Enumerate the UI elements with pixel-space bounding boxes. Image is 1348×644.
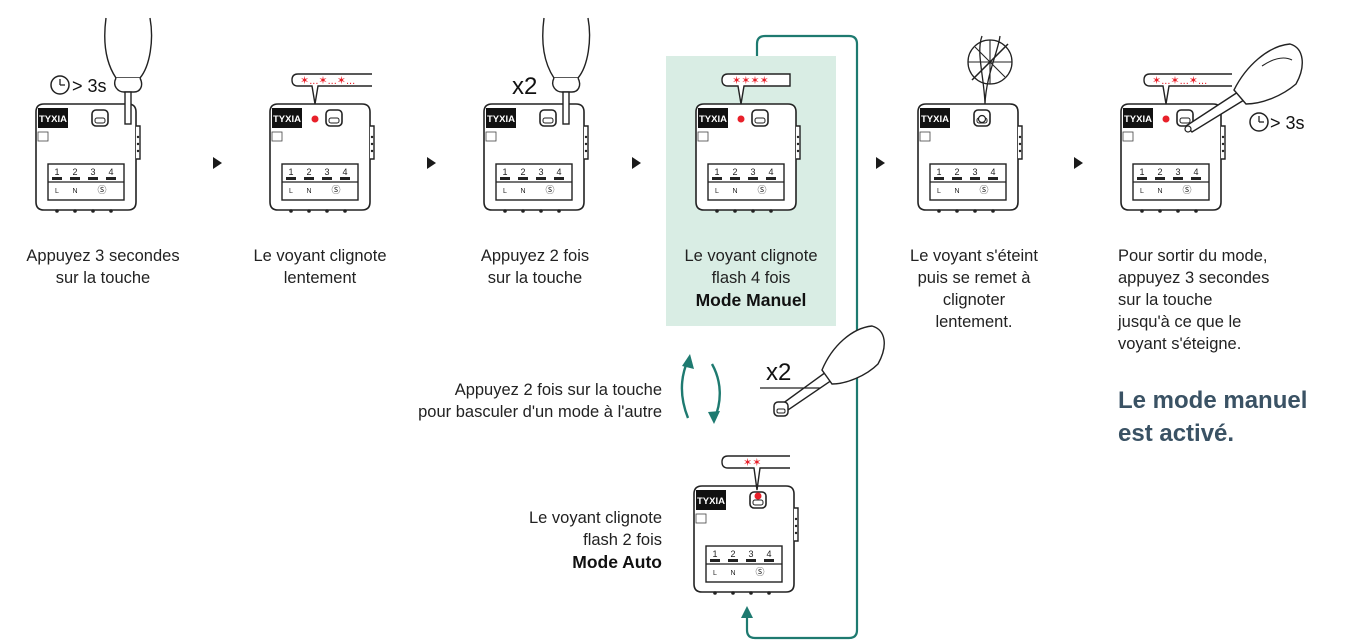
svg-text:TYXIA: TYXIA — [697, 496, 725, 507]
svg-text:Ⓢ: Ⓢ — [331, 185, 340, 195]
svg-text:4: 4 — [768, 167, 773, 177]
toggle-cycle-icon — [680, 359, 721, 421]
svg-text:2: 2 — [954, 167, 959, 177]
svg-text:4: 4 — [990, 167, 995, 177]
svg-text:Ⓢ: Ⓢ — [755, 567, 764, 577]
svg-text:3: 3 — [972, 167, 977, 177]
step-5-device: TYXIA 1 2 3 4 L N Ⓢ — [917, 103, 1023, 214]
auto-led-bubble: ✶✶ — [721, 455, 790, 491]
svg-text:3: 3 — [1175, 167, 1180, 177]
svg-text:N: N — [954, 188, 959, 195]
svg-text:L: L — [937, 188, 941, 195]
step-4-device: TYXIA 1 2 3 4 L N Ⓢ — [695, 103, 801, 214]
svg-text:N: N — [520, 188, 525, 195]
svg-text:N: N — [1157, 188, 1162, 195]
svg-text:Ⓢ: Ⓢ — [97, 185, 106, 195]
svg-text:N: N — [306, 188, 311, 195]
svg-text:2: 2 — [306, 167, 311, 177]
svg-text:N: N — [72, 188, 77, 195]
step-arrow-icon — [1074, 157, 1083, 169]
svg-text:Ⓢ: Ⓢ — [1182, 185, 1191, 195]
svg-text:1: 1 — [714, 167, 719, 177]
svg-text:3: 3 — [538, 167, 543, 177]
svg-text:L: L — [503, 188, 507, 195]
step-3-device: TYXIA 1 2 3 4 L N Ⓢ — [483, 103, 589, 214]
step-6-caption: Pour sortir du mode,appuyez 3 secondes s… — [1118, 247, 1270, 353]
step-6-led-bubble: ✶...✶...✶... — [1143, 73, 1232, 105]
step-2-led-pattern: ✶...✶...✶... — [300, 75, 355, 87]
mode-manual-label: Mode Manuel — [695, 290, 807, 310]
svg-text:2: 2 — [520, 167, 525, 177]
step-1-press-label: > 3s — [72, 76, 107, 96]
toggle-press-label: x2 — [766, 359, 791, 386]
svg-text:2: 2 — [1157, 167, 1162, 177]
svg-text:L: L — [289, 188, 293, 195]
step-4-led-pattern: ✶✶✶✶ — [732, 75, 769, 87]
svg-text:Ⓢ: Ⓢ — [757, 185, 766, 195]
svg-text:2: 2 — [72, 167, 77, 177]
svg-text:Ⓢ: Ⓢ — [545, 185, 554, 195]
toggle-hand-icon — [760, 325, 885, 417]
svg-text:1: 1 — [712, 549, 717, 559]
step-6-timer-icon — [1249, 112, 1269, 132]
svg-text:L: L — [55, 188, 59, 195]
device-brand-label: TYXIA — [39, 114, 67, 125]
svg-text:1: 1 — [54, 167, 59, 177]
loop-arrowhead-icon — [741, 606, 753, 618]
svg-text:3: 3 — [324, 167, 329, 177]
mode-auto-label: Mode Auto — [572, 552, 662, 572]
step-2-device: TYXIA 1 2 3 4 L N Ⓢ — [269, 103, 375, 214]
step-6-press-label: > 3s — [1270, 113, 1305, 133]
step-arrow-icon — [632, 157, 641, 169]
svg-text:4: 4 — [1193, 167, 1198, 177]
svg-text:3: 3 — [90, 167, 95, 177]
step-6-led-pattern: ✶...✶...✶... — [1152, 75, 1207, 87]
step-3-press-label: x2 — [512, 73, 537, 100]
step-1-device: TYXIA 1 2 3 4 L N Ⓢ — [35, 103, 141, 214]
svg-text:4: 4 — [766, 549, 771, 559]
step-6-hand-icon — [1184, 43, 1303, 133]
step-5-led-off-icon — [967, 35, 1013, 105]
svg-text:4: 4 — [342, 167, 347, 177]
svg-text:3: 3 — [748, 549, 753, 559]
step-6-device: TYXIA 1 2 3 4 L N Ⓢ — [1120, 103, 1226, 214]
svg-text:N: N — [732, 188, 737, 195]
auto-led-pattern: ✶✶ — [743, 457, 761, 469]
svg-text:L: L — [715, 188, 719, 195]
svg-text:L: L — [713, 570, 717, 577]
svg-text:4: 4 — [556, 167, 561, 177]
svg-text:1: 1 — [502, 167, 507, 177]
svg-text:TYXIA: TYXIA — [273, 114, 301, 125]
svg-text:4: 4 — [108, 167, 113, 177]
svg-text:1: 1 — [936, 167, 941, 177]
step-2-led-bubble: ✶...✶...✶... — [291, 73, 372, 105]
auto-device: TYXIA 1 2 3 4 L N Ⓢ — [693, 485, 799, 596]
svg-text:TYXIA: TYXIA — [921, 114, 949, 125]
svg-text:TYXIA: TYXIA — [699, 114, 727, 125]
svg-text:TYXIA: TYXIA — [487, 114, 515, 125]
step-arrow-icon — [213, 157, 222, 169]
step-1-timer-icon — [50, 75, 70, 95]
step-4-led-bubble: ✶✶✶✶ — [721, 73, 791, 105]
svg-text:1: 1 — [288, 167, 293, 177]
svg-text:1: 1 — [1139, 167, 1144, 177]
step-arrow-icon — [876, 157, 885, 169]
svg-text:3: 3 — [750, 167, 755, 177]
svg-text:N: N — [730, 570, 735, 577]
svg-text:L: L — [1140, 188, 1144, 195]
svg-text:Ⓢ: Ⓢ — [979, 185, 988, 195]
svg-text:2: 2 — [730, 549, 735, 559]
svg-text:2: 2 — [732, 167, 737, 177]
step-arrow-icon — [427, 157, 436, 169]
svg-text:TYXIA: TYXIA — [1124, 114, 1152, 125]
